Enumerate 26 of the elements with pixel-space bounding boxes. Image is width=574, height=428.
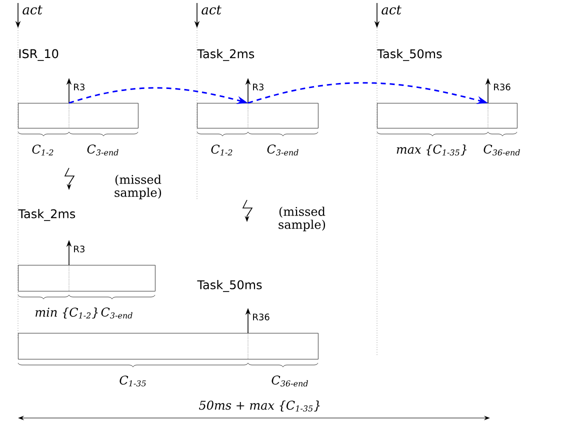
node-label: ISR_10 xyxy=(19,49,58,61)
time-label: C$_{3-end}$ xyxy=(267,144,298,156)
node-label: Task_2ms xyxy=(197,49,254,61)
time-label: C$_{3-end}$ xyxy=(87,144,118,156)
node-label: Task_50ms xyxy=(197,280,262,292)
act-label: act xyxy=(22,5,42,15)
time-label: C$_{36-end}$ xyxy=(272,376,308,386)
note-text: (missed sample) xyxy=(278,206,326,232)
signal-label: R3 xyxy=(74,84,84,90)
signal-label: R36 xyxy=(494,84,510,90)
time-label: C$_{1-35}$ xyxy=(120,376,146,386)
signal-label: R3 xyxy=(74,246,84,252)
act-label: act xyxy=(202,5,222,15)
note-text: (missed sample) xyxy=(114,174,162,200)
time-label: C$_{1-2}$ xyxy=(32,144,54,156)
signal-label: R36 xyxy=(253,314,270,320)
time-label: C$_{36-end}$ xyxy=(484,144,520,156)
time-label: 50ms + max {C$_{1-35}$} xyxy=(199,400,320,412)
act-label: act xyxy=(382,5,402,15)
time-label: C$_{3-end}$ xyxy=(101,308,132,318)
time-label: max {C$_{1-35}$} xyxy=(396,144,467,156)
node-label: Task_50ms xyxy=(377,49,442,61)
node-label: Task_2ms xyxy=(18,209,76,221)
time-label: min {C$_{1-2}$} xyxy=(36,307,98,319)
signal-label: R3 xyxy=(253,84,264,90)
time-label: C$_{1-2}$ xyxy=(211,144,232,156)
